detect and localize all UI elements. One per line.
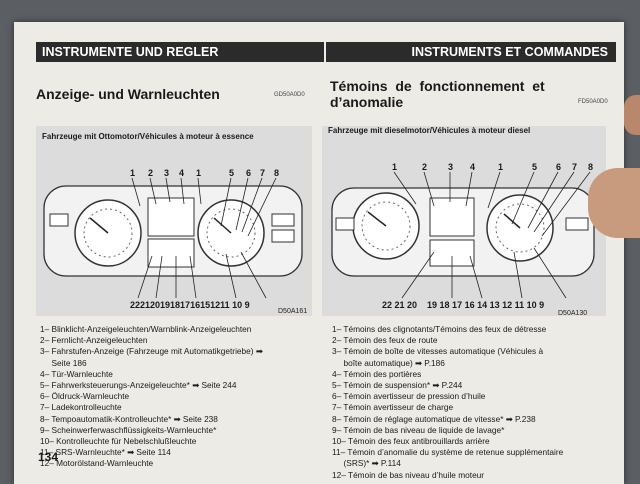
right-title: Témoins de fonctionnement et d’anomalie	[330, 78, 545, 110]
page-number: 134	[38, 450, 59, 464]
right-figure-ref: D50A130	[558, 310, 588, 317]
svg-text:6: 6	[556, 162, 561, 172]
list-item: 10– Kontrolleuchte für Nebelschlußleucht…	[40, 436, 197, 447]
left-code: GD50A0D0	[274, 92, 305, 98]
section-header-left: INSTRUMENTE UND REGLER	[36, 42, 324, 62]
svg-text:5: 5	[229, 168, 234, 178]
svg-text:8: 8	[588, 162, 593, 172]
list-item: 9– Scheinwerferwaschflüssigkeits-Warnleu…	[40, 424, 217, 435]
right-code: FD50A0D0	[578, 99, 608, 105]
list-item: Seite 186	[40, 357, 87, 368]
svg-text:4: 4	[179, 168, 184, 178]
list-item: 6– Témoin avertisseur de pression d’huil…	[332, 391, 486, 402]
svg-text:7: 7	[260, 168, 265, 178]
right-top-callouts: 1 2 3 4 1 5 6 7 8	[392, 162, 593, 172]
right-figure: Fahrzeuge mit dieselmotor/Véhicules à mo…	[322, 126, 606, 317]
left-bottom-callouts: 22212019181716151211 10 9	[130, 300, 250, 310]
list-item: 5– Fahrwerksteuerungs-Anzeigeleuchte* ➡ …	[40, 380, 237, 391]
list-item: 11– SRS-Warnleuchte* ➡ Seite 114	[40, 447, 171, 458]
book-page: INSTRUMENTE UND REGLER INSTRUMENTS ET CO…	[14, 22, 624, 484]
list-item: 8– Tempoautomatik-Kontrolleuchte* ➡ Seit…	[40, 413, 218, 424]
svg-text:1: 1	[130, 168, 135, 178]
list-item: 11– Témoin d’anomalie du système de rete…	[332, 447, 564, 458]
svg-text:1: 1	[498, 162, 503, 172]
list-item: 7– Témoin avertisseur de charge	[332, 402, 454, 413]
list-item: 3– Témoin de boîte de vitesses automatiq…	[332, 346, 544, 357]
svg-text:6: 6	[246, 168, 251, 178]
list-item: 12– Motorölstand-Warnleuchte	[40, 458, 154, 469]
left-title: Anzeige- und Warnleuchten	[36, 86, 220, 102]
svg-text:4: 4	[470, 162, 475, 172]
svg-text:5: 5	[532, 162, 537, 172]
list-item: 7– Ladekontrolleuchte	[40, 402, 122, 413]
list-item: 1– Blinklicht-Anzeigeleuchten/Warnblink-…	[40, 324, 252, 334]
left-caption: Fahrzeuge mit Ottomotor/Véhicules à mote…	[42, 132, 254, 141]
svg-text:1: 1	[196, 168, 201, 178]
svg-text:3: 3	[164, 168, 169, 178]
list-item: 1– Témoins des clignotants/Témoins des f…	[332, 324, 547, 334]
list-item: 2– Fernlicht-Anzeigeleuchten	[40, 335, 148, 346]
right-bottom-callouts: 22 21 20 19 18 17 16 14 13 12 11 10 9	[382, 300, 544, 310]
right-caption: Fahrzeuge mit dieselmotor/Véhicules à mo…	[328, 126, 531, 135]
list-item: 9– Témoin de bas niveau de liquide de la…	[332, 424, 505, 435]
list-item: 4– Témoin des portières	[332, 368, 422, 379]
left-legend-list: 1– Blinklicht-Anzeigeleuchten/Warnblink-…	[40, 324, 263, 470]
finger-top	[624, 95, 640, 135]
list-item: 2– Témoin des feux de route	[332, 335, 438, 346]
svg-text:3: 3	[448, 162, 453, 172]
section-header-right: INSTRUMENTS ET COMMANDES	[326, 42, 616, 62]
left-figure: Fahrzeuge mit Ottomotor/Véhicules à mote…	[36, 126, 312, 316]
svg-text:2: 2	[422, 162, 427, 172]
list-item: 6– Öldruck-Warnleuchte	[40, 391, 130, 402]
list-item: 5– Témoin de suspension* ➡ P.244	[332, 380, 463, 391]
list-item: 10– Témoin des feux antibrouillards arri…	[332, 436, 490, 447]
svg-text:7: 7	[572, 162, 577, 172]
list-item: 12– Témoin de bas niveau d’huile moteur	[332, 469, 485, 480]
list-item: boîte automatique) ➡ P.186	[332, 357, 445, 368]
svg-text:1: 1	[392, 162, 397, 172]
thumb-holding-page	[588, 168, 640, 238]
list-item: 3– Fahrstufen-Anzeige (Fahrzeuge mit Aut…	[40, 346, 263, 357]
right-legend-list: 1– Témoins des clignotants/Témoins des f…	[332, 324, 563, 481]
left-figure-ref: D50A161	[278, 308, 308, 315]
svg-text:8: 8	[274, 168, 279, 178]
list-item: 8– Témoin de réglage automatique de vite…	[332, 413, 536, 424]
list-item: (SRS)* ➡ P.114	[332, 458, 401, 469]
svg-text:2: 2	[148, 168, 153, 178]
list-item: 4– Tür-Warnleuchte	[40, 368, 113, 379]
